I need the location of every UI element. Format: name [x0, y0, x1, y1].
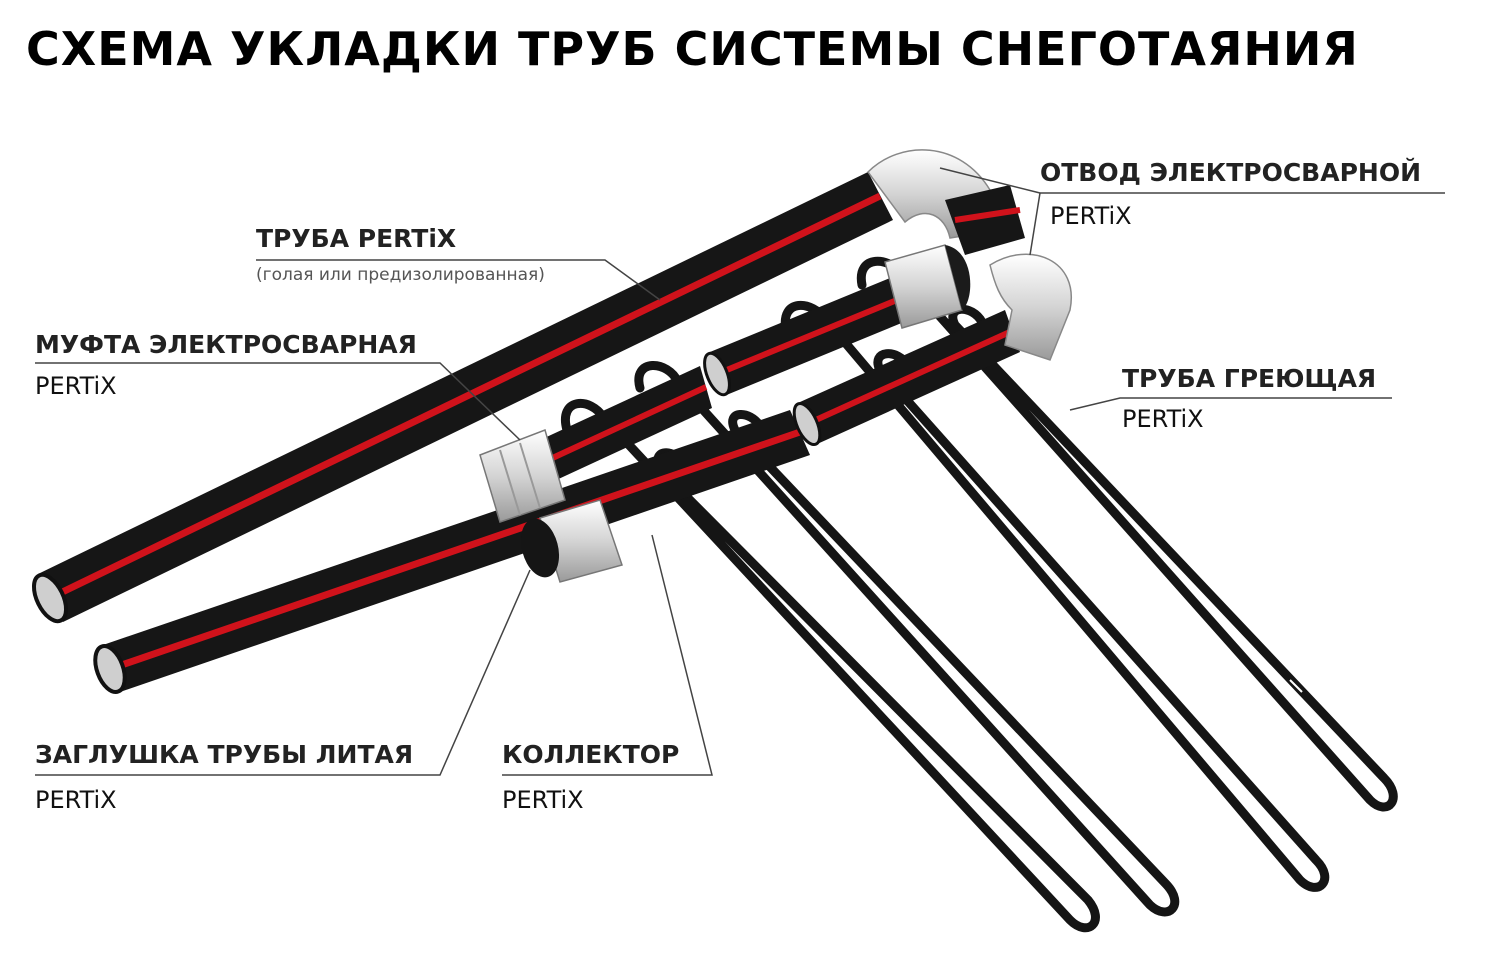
label-pipe: ТРУБА PERTiX	[256, 224, 457, 253]
heating-pipe-loops	[560, 256, 1398, 933]
label-elbow-brand: PERTiX	[1050, 202, 1132, 230]
leader-pipe	[256, 259, 661, 301]
branch-pipe-segment-b	[703, 278, 904, 397]
page-title: СХЕМА УКЛАДКИ ТРУБ СИСТЕМЫ СНЕГОТАЯНИЯ	[26, 22, 1359, 76]
leader-lines	[35, 167, 1445, 776]
plug-cap	[520, 499, 623, 583]
coupling-branch-top	[884, 244, 971, 329]
leader-collector	[502, 534, 713, 776]
branch-pipe-segment-a	[540, 366, 712, 482]
elbow-fitting-upper	[867, 149, 1025, 255]
label-collector-brand: PERTiX	[502, 786, 584, 814]
label-coupling: МУФТА ЭЛЕКТРОСВАРНАЯ	[35, 330, 417, 359]
leader-elbow-3	[939, 167, 1041, 194]
coupling-main	[479, 429, 566, 523]
leader-heating	[1069, 397, 1392, 411]
label-pipe-note: (голая или предизолированная)	[256, 265, 545, 285]
label-plug-brand: PERTiX	[35, 786, 117, 814]
leader-plug	[35, 569, 531, 776]
label-heating: ТРУБА ГРЕЮЩАЯ	[1122, 364, 1377, 393]
label-collector: КОЛЛЕКТОР	[502, 740, 680, 769]
main-pipe-upper	[31, 172, 893, 624]
label-elbow: ОТВОД ЭЛЕКТРОСВАРНОЙ	[1040, 158, 1422, 187]
main-pipe-lower	[93, 410, 810, 694]
leader-coupling	[35, 362, 521, 441]
label-heating-brand: PERTiX	[1122, 405, 1204, 433]
branch-pipe-segment-c	[792, 310, 1020, 447]
heating-loop-1	[560, 399, 1100, 933]
label-plug: ЗАГЛУШКА ТРУБЫ ЛИТАЯ	[35, 740, 414, 769]
heating-loop-2	[634, 361, 1180, 917]
heating-loop-3	[780, 301, 1330, 892]
label-coupling-brand: PERTiX	[35, 372, 117, 400]
leader-elbow-2	[1029, 192, 1041, 256]
elbow-fitting-lower	[989, 253, 1073, 361]
loop-highlights	[879, 619, 1303, 838]
